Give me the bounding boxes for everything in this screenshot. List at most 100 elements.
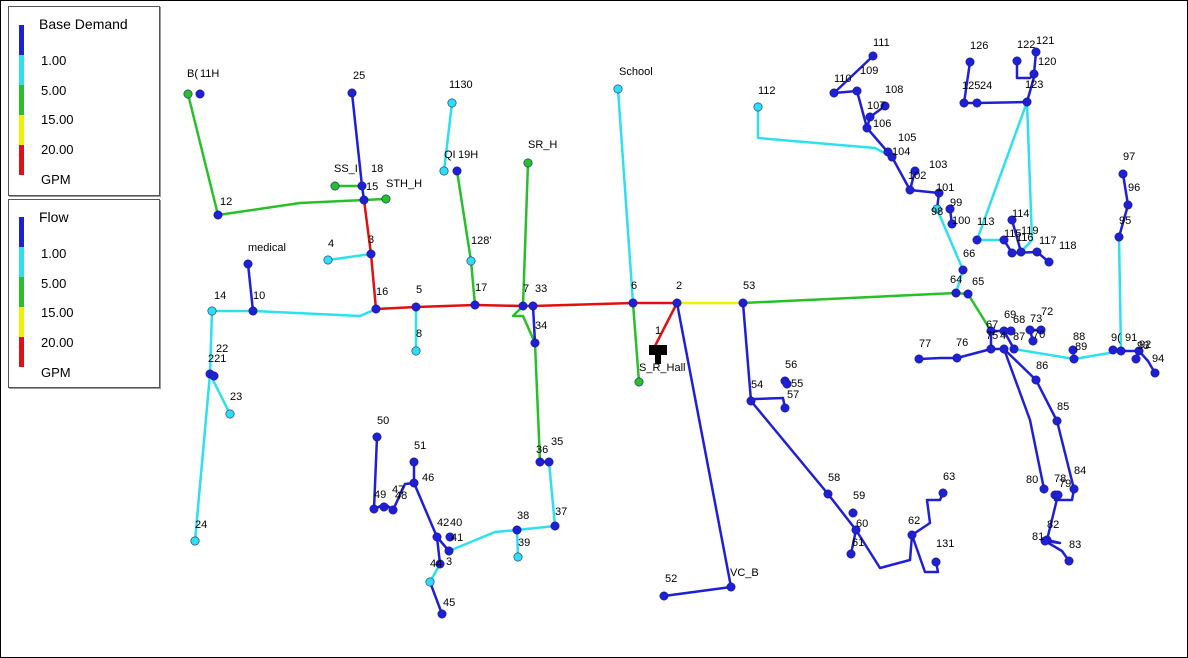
junction-38[interactable] <box>513 526 521 534</box>
pipe-53-54[interactable] <box>743 303 751 401</box>
junction-35[interactable] <box>545 458 553 466</box>
junction-58[interactable] <box>824 490 832 498</box>
junction-102[interactable] <box>906 186 914 194</box>
junction-10[interactable] <box>249 307 257 315</box>
junction-89[interactable] <box>1070 355 1078 363</box>
junction-97[interactable] <box>1119 170 1127 178</box>
pipe-4-3[interactable] <box>328 254 371 260</box>
junction-4[interactable] <box>324 256 332 264</box>
junction-SR_H[interactable] <box>524 159 532 167</box>
junction-11H[interactable] <box>196 90 204 98</box>
junction-14[interactable] <box>208 307 216 315</box>
junction-47[interactable] <box>380 503 388 511</box>
junction-37[interactable] <box>551 522 559 530</box>
junction-50[interactable] <box>373 433 381 441</box>
junction-7[interactable] <box>519 302 527 310</box>
junction-95[interactable] <box>1115 233 1123 241</box>
junction-126[interactable] <box>966 58 974 66</box>
pipe-62-63[interactable] <box>912 493 943 535</box>
pipe-54-58[interactable] <box>751 401 828 494</box>
junction-39[interactable] <box>514 553 522 561</box>
junction-109[interactable] <box>853 87 861 95</box>
junction-57[interactable] <box>781 404 789 412</box>
junction-QI[interactable] <box>440 167 448 175</box>
junction-6[interactable] <box>629 299 637 307</box>
junction-65[interactable] <box>964 290 972 298</box>
pipe-5-17[interactable] <box>416 305 475 307</box>
base-demand-legend[interactable]: Base Demand 1.00 5.00 15.00 20.00 GPM <box>8 6 160 196</box>
junction-79[interactable] <box>1054 491 1062 499</box>
junction-3[interactable] <box>367 250 375 258</box>
junction-90[interactable] <box>1109 346 1117 354</box>
junction-116[interactable] <box>1008 249 1016 257</box>
junction-22[interactable] <box>210 372 218 380</box>
junction-62[interactable] <box>908 531 916 539</box>
junction-63[interactable] <box>939 489 947 497</box>
junction-125[interactable] <box>960 99 968 107</box>
junction-S_R_Hall[interactable] <box>635 378 643 386</box>
junction-124[interactable] <box>973 99 981 107</box>
junction-61[interactable] <box>847 550 855 558</box>
junction-STH_H[interactable] <box>382 195 390 203</box>
junction-113[interactable] <box>973 236 981 244</box>
pipe-221-24[interactable] <box>195 374 210 541</box>
pipe-BH-12[interactable] <box>188 94 218 215</box>
junction-128[interactable] <box>467 257 475 265</box>
junction-120[interactable] <box>1030 70 1038 78</box>
junction-12[interactable] <box>214 211 222 219</box>
junction-16[interactable] <box>372 305 380 313</box>
pipe-75-76[interactable] <box>957 349 991 358</box>
pipe-44-45[interactable] <box>430 582 442 614</box>
pipe-37-38[interactable] <box>517 526 555 530</box>
junction-80[interactable] <box>1040 485 1048 493</box>
junction-2[interactable] <box>673 299 681 307</box>
junction-119[interactable] <box>1017 248 1025 256</box>
junction-8[interactable] <box>412 347 420 355</box>
pipe-53-64[interactable] <box>743 293 956 303</box>
junction-131[interactable] <box>932 558 940 566</box>
junction-117[interactable] <box>1033 248 1041 256</box>
junction-1130[interactable] <box>448 99 456 107</box>
junction-48[interactable] <box>389 506 397 514</box>
pipe-16-5[interactable] <box>376 307 416 309</box>
junction-5[interactable] <box>412 303 420 311</box>
junction-87[interactable] <box>1010 345 1018 353</box>
junction-45[interactable] <box>438 610 446 618</box>
pipe-3-16[interactable] <box>371 254 376 309</box>
junction-74[interactable] <box>1000 345 1008 353</box>
junction-42[interactable] <box>433 533 441 541</box>
junction-94[interactable] <box>1151 369 1159 377</box>
pipe-2-VC_B[interactable] <box>677 303 731 587</box>
junction-18[interactable] <box>358 182 366 190</box>
junction-17[interactable] <box>471 301 479 309</box>
pipe-76-77[interactable] <box>919 358 957 359</box>
junction-25[interactable] <box>348 89 356 97</box>
pipe-10-16[interactable] <box>253 309 376 316</box>
junction-55[interactable] <box>783 380 791 388</box>
junction-76[interactable] <box>953 354 961 362</box>
junction-92[interactable] <box>1132 355 1140 363</box>
junction-19H[interactable] <box>453 167 461 175</box>
junction-24[interactable] <box>191 537 199 545</box>
pipe-VC_B-52[interactable] <box>664 587 731 596</box>
junction-106[interactable] <box>863 124 871 132</box>
pipe-62-131[interactable] <box>912 535 938 572</box>
junction-111[interactable] <box>869 52 877 60</box>
pipe-17-7[interactable] <box>475 305 523 306</box>
pipe-42-46[interactable] <box>414 483 437 537</box>
junction-49[interactable] <box>370 505 378 513</box>
junction-medical[interactable] <box>244 260 252 268</box>
flow-legend[interactable]: Flow 1.00 5.00 15.00 20.00 GPM <box>8 199 160 388</box>
pipe-33-6[interactable] <box>533 303 633 306</box>
junction-85[interactable] <box>1053 417 1061 425</box>
junction-66[interactable] <box>959 266 967 274</box>
junction-110[interactable] <box>830 89 838 97</box>
junction-96[interactable] <box>1124 201 1132 209</box>
junction-64[interactable] <box>952 289 960 297</box>
junction-54[interactable] <box>747 397 755 405</box>
junction-123[interactable] <box>1023 98 1031 106</box>
junction-34[interactable] <box>531 339 539 347</box>
pipe-7-34[interactable] <box>513 306 535 343</box>
junction-121[interactable] <box>1032 48 1040 56</box>
junction-36[interactable] <box>536 458 544 466</box>
